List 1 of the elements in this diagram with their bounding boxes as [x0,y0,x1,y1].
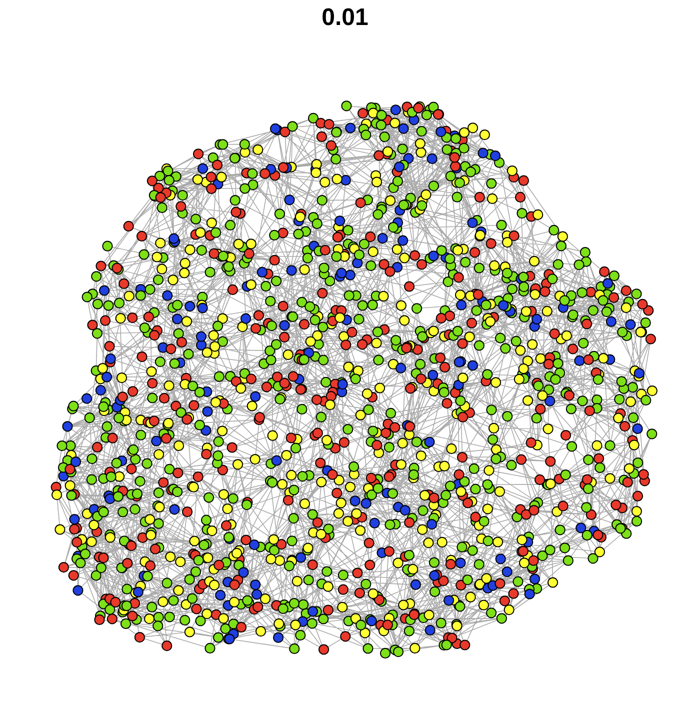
title: 0.01 [322,4,368,32]
